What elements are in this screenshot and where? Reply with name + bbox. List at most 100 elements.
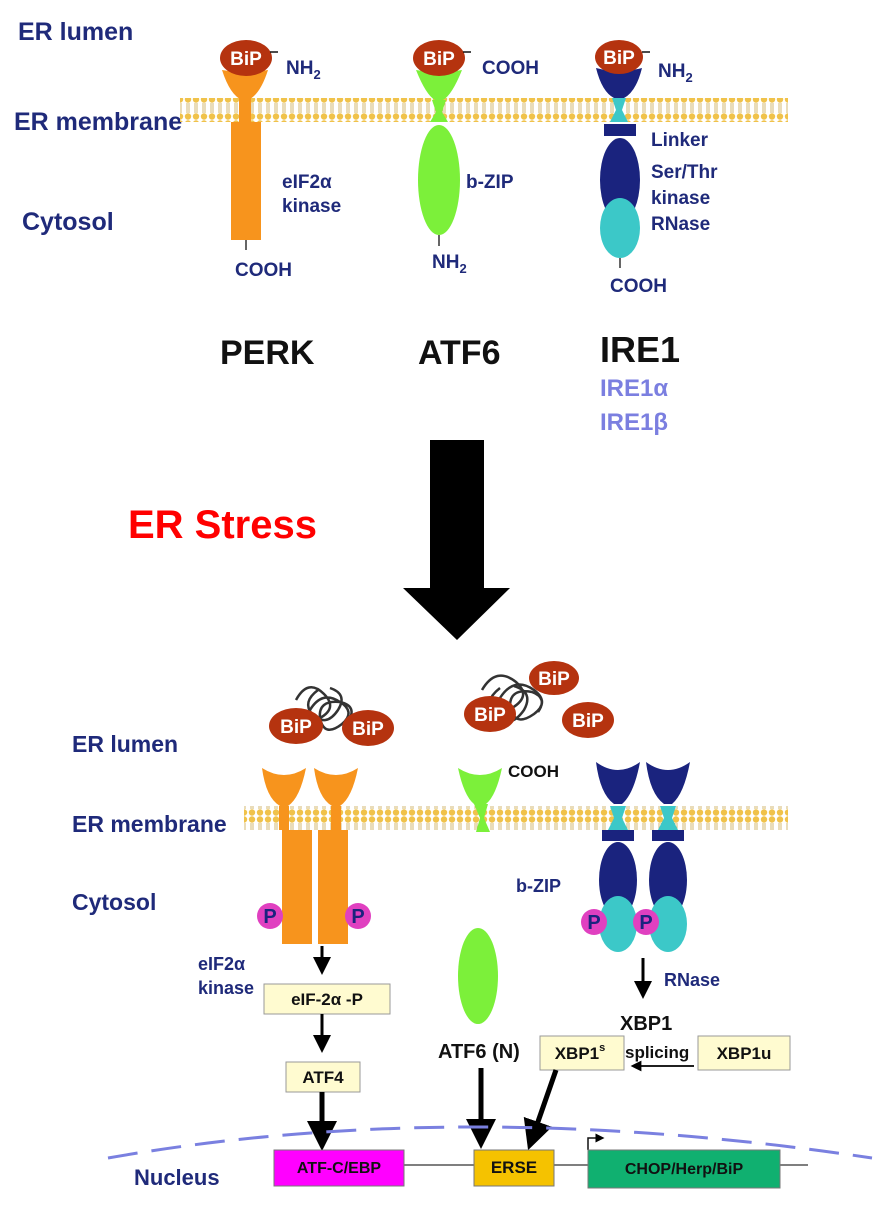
chop-herp-bip-label: CHOP/Herp/BiP <box>625 1161 744 1178</box>
bottom-panel: ER lumen ER membrane Cytosol BiP BiP BiP… <box>72 661 873 1190</box>
eif2p-box <box>263 983 391 1015</box>
eif2-kinase-label-2: kinase <box>198 978 254 998</box>
perk-transmembrane <box>239 98 251 122</box>
atf6-released-bip-1-label: BiP <box>538 669 570 690</box>
ire1-linker <box>604 124 636 136</box>
ire1-rnase-bottom-label: RNase <box>664 970 720 990</box>
top-er-lumen-label: ER lumen <box>18 18 133 46</box>
top-er-membrane <box>180 98 788 122</box>
chop-herp-bip-box <box>587 1149 781 1189</box>
atf6-bottom-cooh: COOH <box>508 762 559 781</box>
atf6-bzip-domain <box>418 125 460 235</box>
perk-receptor: BiP NH2 eIF2α kinase COOH PERK <box>220 40 341 372</box>
erse-box <box>473 1149 555 1187</box>
atf6-bip-label: BiP <box>423 49 455 70</box>
atf4-box <box>285 1061 361 1093</box>
ire1-phospho-left-label: P <box>587 912 600 934</box>
atf6-luminal-domain <box>416 70 462 100</box>
ire1-dimer: P P <box>581 762 690 952</box>
eif2p-label: eIF-2α -P <box>291 990 363 1009</box>
bottom-er-lumen-label: ER lumen <box>72 731 178 757</box>
atf6-released-bip-2-label: BiP <box>474 705 506 726</box>
xbp1s-box <box>539 1035 625 1071</box>
bottom-er-membrane <box>244 806 788 830</box>
ire1-luminal-domain <box>596 68 642 98</box>
atf6-released-bip-2 <box>464 696 516 732</box>
perk-released-bip-2 <box>342 710 394 746</box>
ire1-dimer-left-rnase <box>599 896 637 952</box>
ire1-rnase-domain <box>600 198 640 258</box>
atf6-membrane-fragment: COOH <box>458 762 559 832</box>
bottom-er-membrane-label: ER membrane <box>72 811 227 837</box>
eif2-kinase-label-1: eIF2α <box>198 954 245 974</box>
bzip-label: b-ZIP <box>516 876 561 896</box>
perk-luminal-domain <box>222 70 268 100</box>
perk-name: PERK <box>220 334 315 372</box>
perk-released-bip-1-label: BiP <box>280 717 312 738</box>
top-cytosol-label: Cytosol <box>22 208 114 236</box>
perk-dimer: P P <box>257 768 371 944</box>
perk-phospho-left <box>257 903 283 929</box>
ire1-alpha-isoform: IRE1α <box>600 375 668 402</box>
atf6-n-fragment <box>458 928 498 1024</box>
atf-c-ebp-box <box>273 1149 405 1187</box>
ire1-rnase-label: RNase <box>651 214 710 235</box>
perk-phospho-left-label: P <box>263 906 276 928</box>
ire1-n-terminus: NH2 <box>658 61 693 85</box>
atf6-c-terminus: COOH <box>482 58 539 79</box>
top-panel: ER lumen ER membrane Cytosol BiP NH2 eIF… <box>14 18 788 436</box>
perk-released-bip-1 <box>269 708 323 744</box>
ire1-kinase-label-2: kinase <box>651 188 710 209</box>
ire1-kinase-label-1: Ser/Thr <box>651 162 718 183</box>
perk-dimer-right-cytosolic <box>318 830 348 944</box>
transcription-start-arrow <box>587 1133 605 1150</box>
ire1-phospho-right-label: P <box>639 912 652 934</box>
ire1-bip <box>595 40 643 74</box>
misfolded-protein-perk <box>294 686 353 731</box>
splicing-label: splicing <box>625 1043 689 1062</box>
ire1-kinase-domain <box>600 138 640 222</box>
perk-phospho-right <box>345 903 371 929</box>
perk-n-terminus: NH2 <box>286 58 321 82</box>
ire1-linker-label: Linker <box>651 130 709 151</box>
atf6-released-bip-3-label: BiP <box>572 711 604 732</box>
ire1-name: IRE1 <box>600 329 680 370</box>
perk-released-bip-2-label: BiP <box>352 719 384 740</box>
erse-label: ERSE <box>491 1158 537 1177</box>
ire1-transmembrane <box>610 98 628 122</box>
perk-c-terminus: COOH <box>235 260 292 281</box>
xbp1u-label: XBP1u <box>717 1044 772 1063</box>
ire1-beta-isoform: IRE1β <box>600 409 668 436</box>
er-stress-label: ER Stress <box>128 503 317 547</box>
atf6-receptor: BiP COOH b-ZIP NH2 ATF6 <box>413 40 539 372</box>
ire1-dimer-right-kinase <box>649 842 687 918</box>
nucleus-label: Nucleus <box>134 1165 220 1190</box>
perk-dimer-left-cytosolic <box>282 830 312 944</box>
atf6-transmembrane <box>430 100 448 122</box>
er-stress-arrow <box>403 440 510 640</box>
perk-cytosolic-domain <box>231 122 261 240</box>
bottom-cytosol-label: Cytosol <box>72 889 156 915</box>
perk-phospho-right-label: P <box>351 906 364 928</box>
atf6-released-bip-3 <box>562 702 614 738</box>
atf6-domain-label: b-ZIP <box>466 172 514 193</box>
ire1-phospho-left <box>581 909 607 935</box>
atf6-n-terminus: NH2 <box>432 252 467 276</box>
ire1-phospho-right <box>633 909 659 935</box>
ire1-dimer-left-kinase <box>599 842 637 918</box>
atf6n-label: ATF6 (N) <box>438 1041 520 1063</box>
atf6-name: ATF6 <box>418 334 500 372</box>
nuclear-envelope <box>107 1125 873 1160</box>
ire1-receptor: BiP NH2 Linker Ser/Thr kinase RNase COOH… <box>595 40 718 436</box>
xbp1s-label: XBP1s <box>555 1042 606 1063</box>
xbp1u-box <box>697 1035 791 1071</box>
xbp1s-to-erse-arrow <box>523 1069 559 1151</box>
ire1-bip-label: BiP <box>603 48 635 69</box>
atf6-released-bip-1 <box>529 661 579 695</box>
perk-bip <box>220 40 272 76</box>
atf-c-ebp-label: ATF-C/EBP <box>297 1160 381 1177</box>
perk-domain-label-1: eIF2α <box>282 172 332 193</box>
xbp1-title: XBP1 <box>620 1013 672 1035</box>
perk-domain-label-2: kinase <box>282 196 341 217</box>
